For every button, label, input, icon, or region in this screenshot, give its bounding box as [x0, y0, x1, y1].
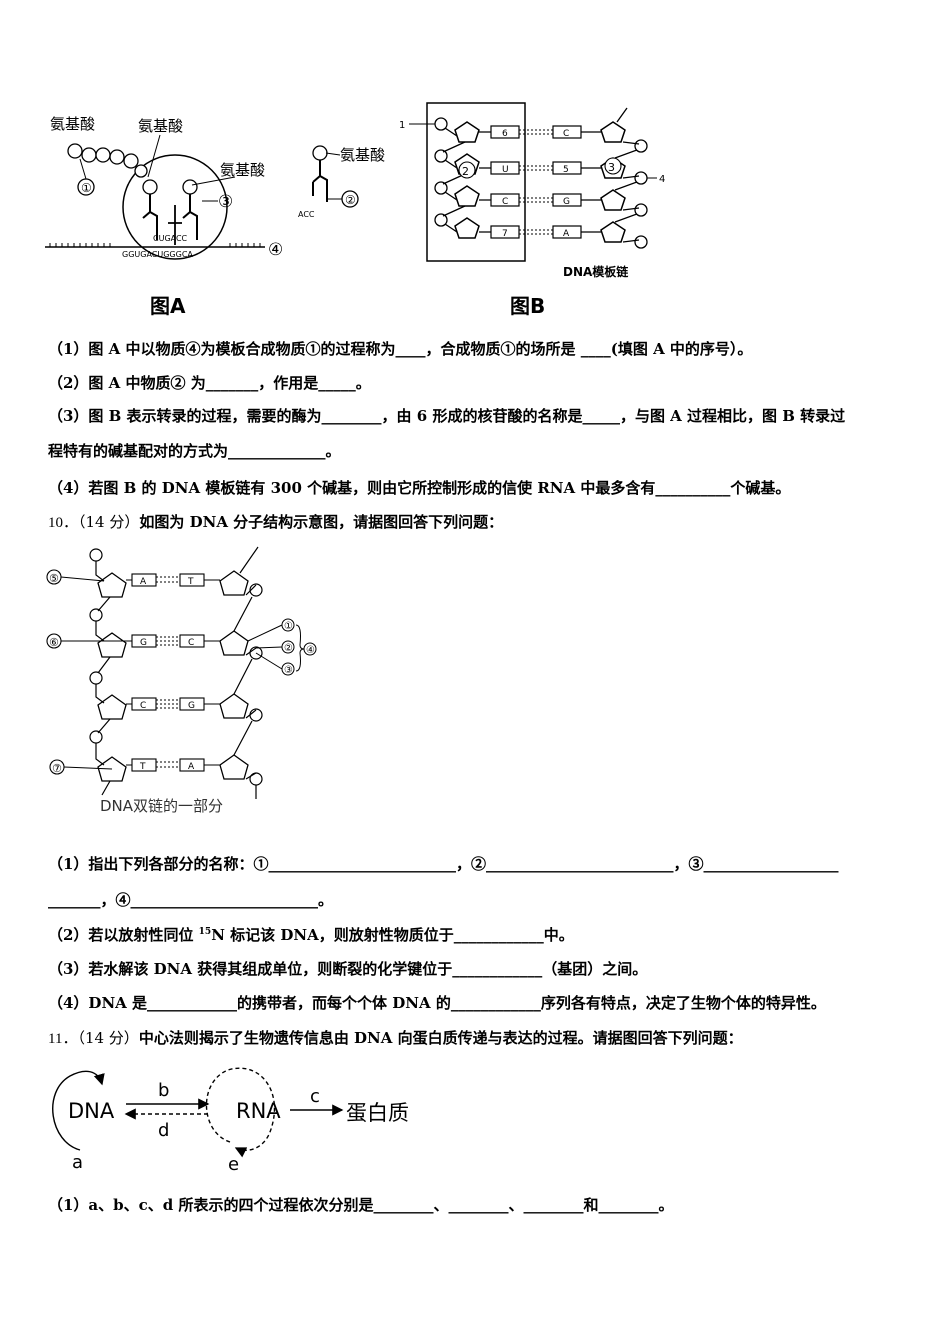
q9-part-4: （4）若图 B 的 DNA 模板链有 300 个碱基，则由它所控制形成的信使 R…: [48, 479, 791, 497]
q11-part-1: （1）a、b、c、d 所表示的四个过程依次分别是________、_______…: [48, 1196, 674, 1214]
dna-structure-figure: A G C T T C G A ⑤ ⑥: [42, 545, 332, 820]
base-a: A: [563, 229, 570, 239]
dna-base-t-left: T: [139, 762, 146, 772]
process-e-label: e: [228, 1154, 239, 1175]
dna-label-2: ②: [284, 643, 293, 654]
q10-part-4: （4）DNA 是____________的携带者，而每个个体 DNA 的____…: [48, 994, 826, 1012]
label-3: 3: [608, 161, 615, 174]
base-6: 6: [502, 129, 508, 139]
base-g: G: [563, 197, 570, 207]
base-7: 7: [502, 229, 508, 239]
q10-part-3: （3）若水解该 DNA 获得其组成单位，则断裂的化学键位于___________…: [48, 960, 648, 978]
label-4: 4: [659, 174, 665, 185]
amino-acid-label-1: 氨基酸: [50, 115, 95, 133]
central-dogma-figure: DNA a b d RNA e c 蛋白质: [40, 1062, 440, 1177]
base-u: U: [502, 165, 509, 175]
dna-base-t-right: T: [187, 577, 194, 587]
dna-base-c-left: C: [140, 701, 146, 711]
mrna-sequence-label: GGUGACUGGGCA: [122, 250, 193, 259]
marker-4: ④: [268, 240, 283, 260]
dna-base-a-right: A: [188, 762, 195, 772]
base-5: 5: [563, 165, 569, 175]
protein-node: 蛋白质: [346, 1101, 409, 1125]
figure-b-caption: 图B: [510, 294, 546, 318]
dna-label-4: ④: [306, 645, 315, 656]
figure-b: 1 6 U C 7 2: [395, 98, 685, 288]
q11-stem: 中心法则揭示了生物遗传信息由 DNA 向蛋白质传递与表达的过程。请据图回答下列问…: [138, 1029, 743, 1047]
q11-header: 11．（14 分）中心法则揭示了生物遗传信息由 DNA 向蛋白质传递与表达的过程…: [48, 1027, 743, 1048]
dna-label-1: ①: [284, 621, 293, 632]
q10-stem: 如图为 DNA 分子结构示意图，请据图回答下列问题：: [139, 513, 504, 531]
amino-acid-label-2: 氨基酸: [138, 117, 183, 135]
marker-2: ②: [345, 193, 356, 207]
process-d-label: d: [158, 1120, 169, 1141]
q11-number: 11．: [48, 1031, 78, 1047]
process-b-label: b: [158, 1080, 169, 1101]
q10-part-2: （2）若以放射性同位 15N 标记该 DNA，则放射性物质位于_________…: [48, 924, 574, 945]
anticodon-label: CUGACC: [153, 234, 188, 243]
base-c-left: C: [502, 197, 508, 207]
figure-a-caption: 图A: [150, 294, 186, 318]
marker-1: ①: [81, 181, 92, 195]
amino-acid-label-4: 氨基酸: [340, 146, 385, 164]
q9-part-1: （1）图 A 中以物质④为模板合成物质①的过程称为____，合成物质①的场所是 …: [48, 340, 753, 358]
process-a-label: a: [72, 1152, 83, 1173]
dna-label-3: ③: [284, 665, 293, 676]
dna-double-strand-label: DNA双链的一部分: [100, 797, 223, 815]
marker-3: ③: [218, 192, 233, 212]
label-2: 2: [462, 165, 469, 178]
dna-label-6: ⑥: [49, 636, 59, 649]
q10-part-2-post: N 标记该 DNA，则放射性物质位于____________中。: [211, 926, 574, 944]
q10-number: 10．: [48, 515, 79, 531]
dna-base-g-left: G: [140, 638, 147, 648]
amino-acid-label-3: 氨基酸: [220, 161, 265, 179]
free-trna: ACC 氨基酸 ②: [290, 135, 405, 230]
q10-part-2-pre: （2）若以放射性同位: [48, 926, 199, 944]
q10-points: （14 分）: [78, 513, 140, 531]
dna-base-g-right: G: [188, 701, 195, 711]
q9-part-3b: 程特有的碱基配对的方式为_____________。: [48, 442, 341, 460]
dna-base-c-right: C: [188, 638, 194, 648]
q10-part-1a: （1）指出下列各部分的名称：①_________________________…: [48, 855, 839, 873]
q11-points: （14 分）: [77, 1029, 139, 1047]
dna-node: DNA: [68, 1099, 115, 1123]
base-c-right: C: [563, 129, 569, 139]
trna-end-label: ACC: [298, 210, 315, 219]
dna-label-7: ⑦: [52, 762, 62, 775]
process-c-label: c: [310, 1086, 320, 1107]
dna-template-label: DNA模板链: [563, 264, 629, 279]
pin-label-1: 1: [399, 120, 405, 131]
q10-part-1b: _______，④_________________________。: [48, 891, 334, 909]
dna-label-5: ⑤: [49, 572, 59, 585]
rna-node: RNA: [236, 1099, 281, 1123]
figure-a: CUGACC GGUGACUGGGCA 氨基酸 氨基酸 氨基酸 ① ③ ④: [40, 105, 300, 270]
q9-part-2: （2）图 A 中物质② 为_______，作用是_____。: [48, 374, 371, 392]
q10-part-2-sup: 15: [198, 927, 212, 937]
dna-base-a-left: A: [140, 577, 147, 587]
q9-part-3a: （3）图 B 表示转录的过程，需要的酶为________，由 6 形成的核苷酸的…: [48, 407, 846, 425]
q10-header: 10．（14 分）如图为 DNA 分子结构示意图，请据图回答下列问题：: [48, 511, 503, 532]
